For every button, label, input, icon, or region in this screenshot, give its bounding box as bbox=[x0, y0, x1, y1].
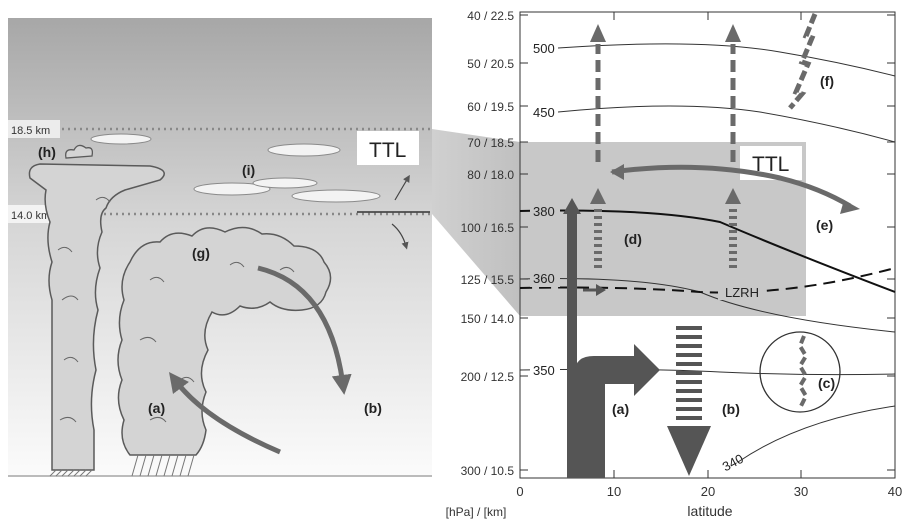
y-tick-200: 200 / 12.5 bbox=[461, 370, 515, 384]
isentrope-label-350: 350 bbox=[533, 363, 555, 378]
label-g: (g) bbox=[192, 245, 210, 261]
label-d: (d) bbox=[624, 231, 642, 247]
alt-label-bg-high bbox=[8, 120, 60, 138]
label-b-left: (b) bbox=[364, 400, 382, 416]
subsidence-arrow bbox=[667, 326, 711, 476]
ascent-arrows-upper bbox=[590, 24, 741, 162]
y-axis-label: [hPa] / [km] bbox=[446, 505, 507, 519]
label-i: (i) bbox=[242, 162, 255, 178]
deep-convection-arrow bbox=[563, 198, 660, 478]
lzrh-label: LZRH bbox=[725, 285, 759, 300]
isentrope-label-360: 360 bbox=[533, 271, 555, 286]
x-tick-20: 20 bbox=[701, 484, 715, 499]
meridional-transport-arrow bbox=[611, 164, 852, 209]
y-tick-60: 60 / 19.5 bbox=[467, 100, 514, 114]
isentrope-label-450: 450 bbox=[533, 105, 555, 120]
arrow-up-small bbox=[394, 174, 410, 201]
ttl-box-left bbox=[357, 131, 419, 165]
downdraft-arrow bbox=[257, 265, 352, 395]
lzrh-label-bg bbox=[718, 284, 766, 300]
overshooting-cloud bbox=[28, 144, 165, 477]
label-h: (h) bbox=[38, 144, 56, 160]
label-a-left: (a) bbox=[148, 400, 165, 416]
y-tick-100: 100 / 16.5 bbox=[461, 221, 515, 235]
alt-label-low: 14.0 km bbox=[11, 210, 50, 222]
alt-label-high: 18.5 km bbox=[11, 125, 50, 137]
x-ticks bbox=[519, 12, 896, 478]
y-tick-40: 40 / 22.5 bbox=[467, 9, 514, 23]
ttl-zoom-connector bbox=[432, 129, 520, 316]
x-tick-labels: 0 10 20 30 40 bbox=[516, 484, 902, 499]
x-axis-label: latitude bbox=[687, 503, 732, 519]
transport-arrow-head-right bbox=[840, 200, 860, 214]
y-tick-70: 70 / 18.5 bbox=[467, 136, 514, 150]
lzrh-line bbox=[519, 267, 896, 294]
convective-cloud bbox=[117, 226, 332, 477]
y-tick-125: 125 / 15.5 bbox=[461, 273, 515, 287]
y-tick-150: 150 / 14.0 bbox=[461, 312, 515, 326]
isentrope-label-500: 500 bbox=[533, 41, 555, 56]
left-panel: 18.5 km 14.0 km TTL (i) bbox=[8, 18, 432, 477]
ttl-label-left: TTL bbox=[369, 139, 406, 162]
label-f: (f) bbox=[820, 73, 834, 89]
ttl-label-right: TTL bbox=[752, 153, 789, 176]
updraft-arrow bbox=[168, 372, 281, 455]
arrow-down-small bbox=[391, 223, 409, 250]
y-tick-labels: 40 / 22.5 50 / 20.5 60 / 19.5 70 / 18.5 … bbox=[461, 9, 515, 478]
y-tick-80: 80 / 18.0 bbox=[467, 168, 514, 182]
cirrus-clouds bbox=[90, 133, 381, 203]
transport-arrow-head-left bbox=[610, 164, 624, 180]
x-tick-40: 40 bbox=[888, 484, 902, 499]
isentrope-380 bbox=[519, 209, 896, 293]
label-a-right: (a) bbox=[612, 401, 629, 417]
label-b-right: (b) bbox=[722, 401, 740, 417]
ascent-arrows-ttl bbox=[590, 188, 741, 268]
y-tick-300: 300 / 10.5 bbox=[461, 464, 515, 478]
right-panel: 40 / 22.5 50 / 20.5 60 / 19.5 70 / 18.5 … bbox=[446, 9, 903, 519]
small-scale-ascent bbox=[797, 335, 809, 409]
y-tick-50: 50 / 20.5 bbox=[467, 57, 514, 71]
x-tick-0: 0 bbox=[516, 484, 523, 499]
x-tick-30: 30 bbox=[794, 484, 808, 499]
label-c: (c) bbox=[818, 375, 835, 391]
isentrope-labels: 500 450 380 360 350 340 bbox=[530, 40, 746, 474]
isentrope-label-340: 340 bbox=[720, 451, 746, 474]
isentrope-label-380: 380 bbox=[533, 204, 555, 219]
zoom-circle bbox=[759, 331, 841, 413]
stratospheric-ascent bbox=[788, 13, 818, 110]
right-labels: (d) (e) (f) (a) (b) (c) bbox=[612, 73, 835, 417]
label-e: (e) bbox=[816, 217, 833, 233]
x-tick-10: 10 bbox=[607, 484, 621, 499]
